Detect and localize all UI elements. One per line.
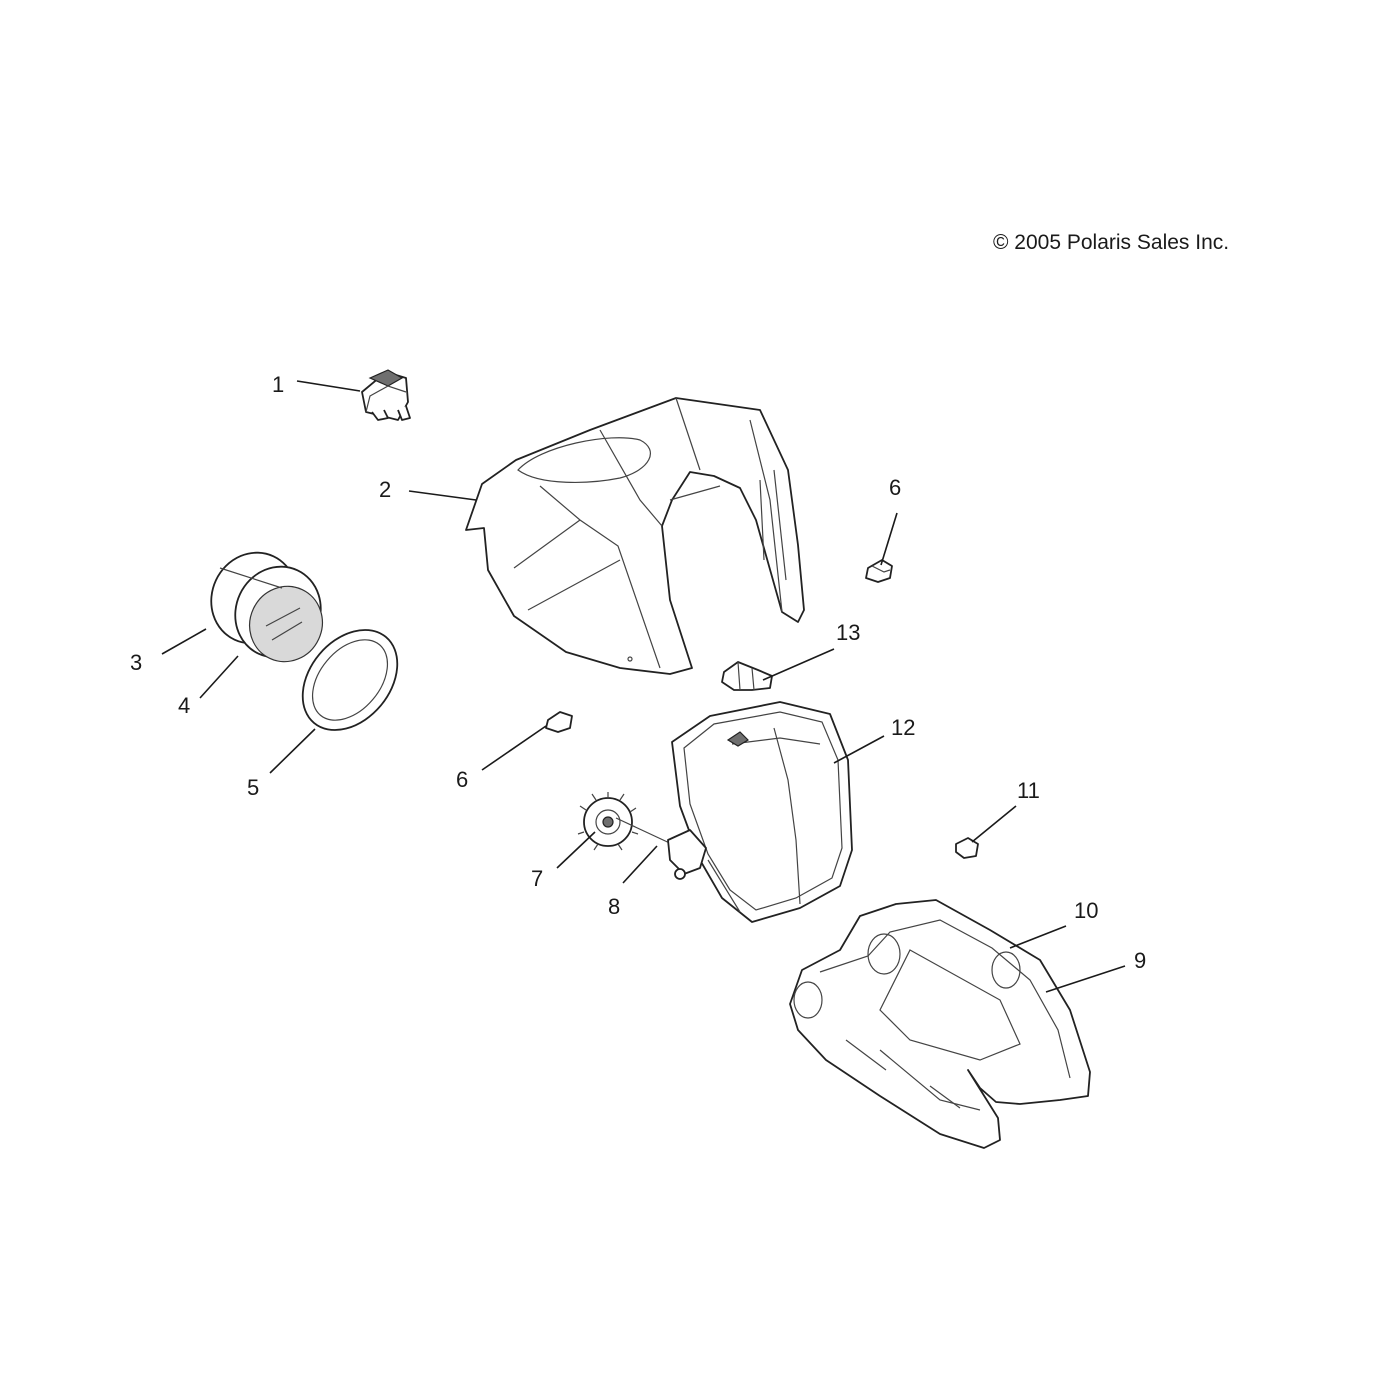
part-11-clip [955, 837, 979, 859]
callout-10: 10 [1074, 898, 1098, 923]
callout-3: 3 [130, 650, 142, 675]
callout-13: 13 [836, 620, 860, 645]
callout-2: 2 [379, 477, 391, 502]
callout-numbers: 1 2 3 4 5 6 6 7 8 9 10 11 12 13 [130, 372, 1146, 973]
callout-6-lower: 6 [456, 767, 468, 792]
callout-4: 4 [178, 693, 190, 718]
callout-12: 12 [891, 715, 915, 740]
part-8-adjuster-bracket [615, 817, 707, 880]
part-2-upper-cover [465, 397, 805, 675]
part-7-adjuster-gear [577, 792, 639, 851]
callout-8: 8 [608, 894, 620, 919]
part-12-headlight [671, 701, 853, 923]
part-13-bulb [721, 661, 773, 691]
callout-5: 5 [247, 775, 259, 800]
leader-lines [161, 380, 1126, 993]
part-10-lower-housing [789, 899, 1091, 1149]
callout-6-upper: 6 [889, 475, 901, 500]
callout-11: 11 [1017, 778, 1040, 803]
part-3-4-gauge [210, 551, 323, 663]
part-5-bezel-ring [301, 629, 399, 731]
callout-7: 7 [531, 866, 543, 891]
callout-1: 1 [272, 372, 284, 397]
copyright-text: © 2005 Polaris Sales Inc. [993, 231, 1229, 254]
part-6-screw-upper [865, 559, 893, 583]
part-6-screw-lower [545, 711, 573, 733]
part-1-switch [361, 369, 411, 421]
callout-9: 9 [1134, 948, 1146, 973]
